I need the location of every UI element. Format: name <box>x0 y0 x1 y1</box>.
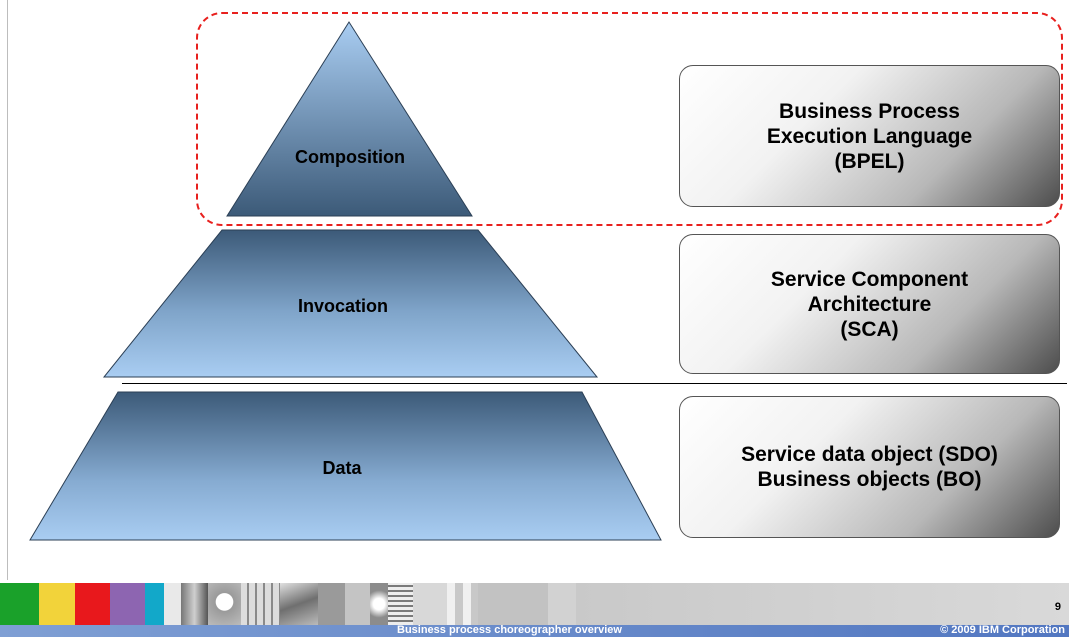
pyramid-tier-invocation <box>102 229 599 378</box>
description-text-sdo: Service data object (SDO) Business objec… <box>741 442 998 492</box>
footer-photo-tile <box>279 583 319 625</box>
footer-photo-tile <box>181 583 209 625</box>
footer-photo-tile <box>208 583 241 625</box>
footer-title: Business process choreographer overview <box>397 624 622 636</box>
description-box-sdo: Service data object (SDO) Business objec… <box>679 396 1060 538</box>
tier-label-invocation: Invocation <box>297 296 388 316</box>
pyramid-diagram <box>29 21 662 541</box>
description-text-sca: Service Component Architecture (SCA) <box>771 267 968 342</box>
tier-label-data: Data <box>322 458 362 478</box>
page-number: 9 <box>1054 601 1061 613</box>
description-line: Service Component <box>770 267 969 291</box>
description-line: Service data object (SDO) <box>741 443 998 466</box>
description-line: (SCA) <box>840 317 899 341</box>
description-line: Business Process <box>779 99 960 123</box>
footer-tile <box>109 583 145 625</box>
footer-tile <box>38 583 76 625</box>
pyramid-tier-composition <box>226 21 473 217</box>
footer-photo-tile <box>240 583 280 625</box>
tier-label-composition: Composition <box>295 147 405 167</box>
footer-tile <box>576 583 1069 625</box>
pyramid-tier-data <box>29 391 662 541</box>
footer-tile <box>0 583 39 625</box>
footer-tile <box>345 583 371 625</box>
description-box-bpel: Business Process Execution Language (BPE… <box>679 65 1060 207</box>
footer-tile <box>163 583 182 625</box>
description-box-sca: Service Component Architecture (SCA) <box>679 234 1060 374</box>
footer-tile <box>144 583 164 625</box>
description-line: Business objects (BO) <box>757 468 982 491</box>
description-line: Architecture <box>807 292 932 316</box>
description-text-bpel: Business Process Execution Language (BPE… <box>767 99 972 174</box>
footer-photo-tile <box>447 583 479 625</box>
footer-image-strip <box>0 583 1069 625</box>
footer-tile <box>478 583 548 625</box>
footer-bar <box>0 625 1069 637</box>
description-line: (BPEL) <box>834 149 905 173</box>
footer-tile <box>318 583 346 625</box>
description-line: Execution Language <box>766 124 973 148</box>
slide-left-border <box>7 0 8 580</box>
footer-photo-tile <box>370 583 388 625</box>
footer-tile <box>75 583 110 625</box>
footer-tile <box>547 583 577 625</box>
footer-tile <box>412 583 448 625</box>
composition-highlight-outline <box>196 12 1063 226</box>
tier-divider <box>122 383 1067 384</box>
footer-photo-tile <box>387 583 413 625</box>
footer-copyright: © 2009 IBM Corporation <box>940 624 1065 636</box>
